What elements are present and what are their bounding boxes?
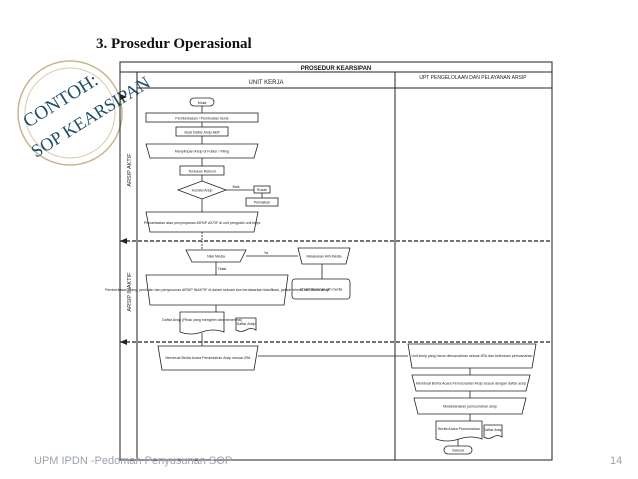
lane-marker-2 (120, 339, 127, 345)
stamp-outer-ring (17, 60, 123, 166)
lane-label-aktif: ARSIP AKTIF (127, 153, 133, 187)
node-pemanfaatan (145, 211, 259, 233)
label-upt-pemusnahan: Membuat Berita Acara Pemusnahan Arsip se… (416, 382, 526, 386)
label-pemberkasan: Pemberkasan / Pembuatan Surat (175, 117, 228, 121)
label-selesai: Selesai (452, 449, 464, 453)
label-simpan: Menyimpan Arsip di Folder / Filing (175, 150, 229, 154)
label-daftar: Daftar Arsip (237, 322, 256, 326)
label-upt-terima: Unit Arsip yang harus dimusnahkan sesuai… (411, 354, 532, 358)
node-end (443, 445, 473, 455)
flowchart-title-bar (119, 61, 553, 73)
node-simpan (145, 143, 259, 159)
label-buat-daftar: Buat Daftar Arsip Aktif (185, 131, 220, 135)
node-pemberkasan-inaktif (145, 274, 289, 306)
label-cd-rom: CD-ROM / hasil alih media (300, 288, 343, 292)
stamp-inner-ring (24, 67, 116, 159)
node-alih-media (297, 247, 351, 265)
node-berita-acara (435, 420, 483, 442)
node-kirim (157, 345, 259, 371)
lane-label-inaktif: ARSIP INAKTIF (127, 272, 133, 312)
node-cd-rom (291, 278, 351, 300)
node-upt-melaksanakan (413, 397, 527, 415)
node-upt-terima (407, 343, 537, 369)
column-header-unit-kerja: UNIT KERJA (249, 80, 284, 86)
label-baik: Baik (233, 185, 240, 189)
node-daftar-arsip-2 (483, 424, 503, 439)
label-daftar-arsip: Daftar Arsip (Pihak yang mengirim dan me… (162, 318, 242, 322)
label-nilai-media: Nilai Media (207, 255, 225, 259)
label-ya: Ya (264, 251, 268, 255)
column-header-upt: UPT PENGELOLAAN DAN PELAYANAN ARSIP (419, 75, 527, 81)
node-nilai-media (185, 249, 247, 263)
node-upt-pemusnahan (411, 374, 531, 392)
node-daftar (235, 317, 257, 332)
label-pemberkasan-inaktif: Pemberkasan ulang, penilaian dan penyusu… (105, 288, 329, 292)
page-number: 14 (610, 455, 623, 467)
lane-marker-0 (120, 94, 127, 100)
label-berita-acara: Berita Acara Pemusnahan (438, 427, 480, 431)
label-upt-melaksanakan: Melaksanakan pemusnahan arsip (443, 405, 497, 409)
lane-marker-1 (120, 238, 127, 244)
node-perbaikan (245, 197, 279, 207)
footer-text: UPM IPDN -Pedoman Penyusunan SOP (34, 455, 233, 467)
label-alih-media: Melakukan Alih Media (307, 255, 342, 259)
label-daftar-arsip-2: Daftar Arsip (484, 428, 503, 432)
label-pemanfaatan: Pemanfaatan atau penyimpanan ARSIP AKTIF… (144, 221, 260, 225)
node-daftar-arsip (179, 311, 225, 335)
flowchart-title: PROSEDUR KEARSIPAN (301, 66, 372, 72)
label-rusak: Rusak (257, 188, 267, 192)
label-tentukan: Tentukan Retensi (188, 170, 216, 174)
label-kondisi: Kondisi Arsip (192, 189, 213, 193)
label-perbaikan: Perbaikan (254, 201, 270, 205)
label-mulai: Mulai (198, 101, 207, 105)
slide-title: 3. Prosedur Operasional (96, 36, 252, 52)
label-tidak: Tidak (218, 267, 227, 271)
label-kirim: Membuat Berita Acara Pemindahan Arsip se… (166, 356, 251, 360)
